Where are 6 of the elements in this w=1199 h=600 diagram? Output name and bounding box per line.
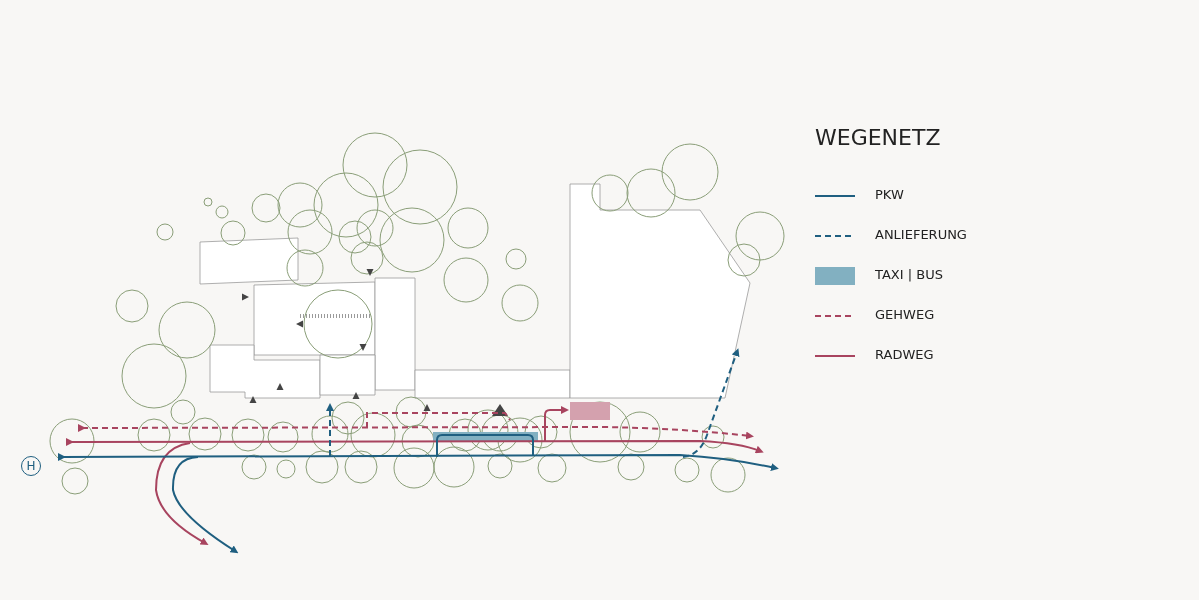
legend-label: GEHWEG [875,307,935,322]
legend-label: ANLIEFERUNG [875,227,967,242]
legend-label: RADWEG [875,347,934,362]
legend-label: TAXI | BUS [875,267,943,282]
legend-label: PKW [875,187,904,202]
legend-title: WEGENETZ [815,125,941,150]
